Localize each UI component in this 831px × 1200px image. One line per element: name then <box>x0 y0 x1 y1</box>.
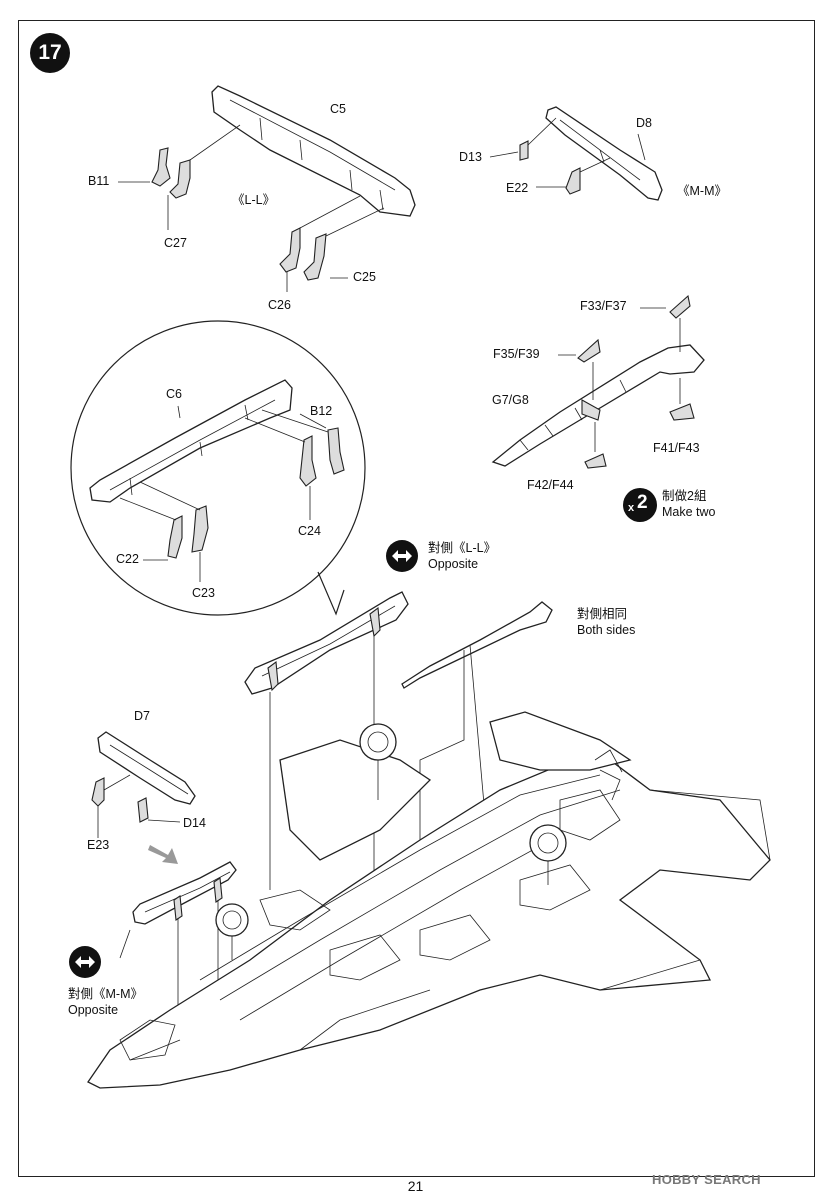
page-frame <box>18 20 815 1177</box>
d14-part <box>137 797 149 823</box>
label-e23: E23 <box>87 838 110 852</box>
label-g7-g8: G7/G8 <box>492 393 529 407</box>
label-d14: D14 <box>183 816 206 830</box>
c5-pylon-part <box>211 85 416 217</box>
make-two-count: 2 <box>637 492 648 513</box>
make-two-en: Make two <box>662 505 716 519</box>
label-view-l-l: 《L-L》 <box>232 193 276 207</box>
label-e22: E22 <box>506 181 529 195</box>
both-sides-en: Both sides <box>577 623 636 637</box>
label-c24: C24 <box>298 524 321 538</box>
missile-both-sides <box>401 601 553 689</box>
d13-part <box>519 140 529 161</box>
label-f33-f37: F33/F37 <box>580 299 627 313</box>
f35-f39-fin <box>577 338 601 363</box>
opposite-mm-en: Opposite <box>68 1003 119 1017</box>
label-c26: C26 <box>268 298 291 312</box>
g7-g8-missile <box>491 344 705 467</box>
f33-f37-fin <box>669 294 691 319</box>
d7-pylon-part <box>97 731 196 805</box>
f41-f43-fin <box>669 403 695 421</box>
step-number-badge: 17 <box>30 33 70 73</box>
make-two-badge: x 2 <box>623 488 657 522</box>
f35-aircraft-underside <box>87 711 771 1089</box>
e22-part <box>565 167 581 195</box>
opposite-mm-cn: 對側《M-M》 <box>68 987 143 1001</box>
label-d7: D7 <box>134 709 150 723</box>
label-view-m-m: 《M-M》 <box>677 184 727 198</box>
opposite-ll-en: Opposite <box>428 557 479 571</box>
detail-inset-circle <box>70 320 366 616</box>
d8-pylon-part <box>545 106 663 201</box>
c26-c25-hooks <box>279 227 327 281</box>
page-number: 21 <box>407 1178 424 1194</box>
label-c27: C27 <box>164 236 187 250</box>
e23-part <box>91 777 105 807</box>
label-f41-f43: F41/F43 <box>653 441 700 455</box>
double-arrow-icon <box>69 946 101 978</box>
both-sides-cn: 對側相同 <box>577 607 628 621</box>
label-c23: C23 <box>192 586 215 600</box>
label-c22: C22 <box>116 552 139 566</box>
label-f42-f44: F42/F44 <box>527 478 574 492</box>
label-b11: B11 <box>88 174 110 188</box>
label-c25: C25 <box>353 270 376 284</box>
watermark-logo: HOBBY SEARCH <box>652 1172 761 1187</box>
label-c5: C5 <box>330 102 346 116</box>
label-f35-f39: F35/F39 <box>493 347 540 361</box>
label-c6: C6 <box>166 387 182 401</box>
label-d13: D13 <box>459 150 482 164</box>
make-two-x: x <box>628 502 635 514</box>
double-arrow-icon <box>386 540 418 572</box>
f42-f44-fin <box>584 453 607 469</box>
label-d8: D8 <box>636 116 652 130</box>
opposite-ll-cn: 對側《L-L》 <box>428 541 497 555</box>
pylon-opposite-mm <box>132 861 237 925</box>
label-b12: B12 <box>310 404 333 418</box>
pylon-opposite-ll <box>244 591 409 695</box>
landing-gear-wheels <box>215 723 567 960</box>
c27-b11-hooks <box>151 147 191 199</box>
inset-arrow-icon <box>148 845 178 864</box>
make-two-cn: 制做2組 <box>662 489 707 503</box>
